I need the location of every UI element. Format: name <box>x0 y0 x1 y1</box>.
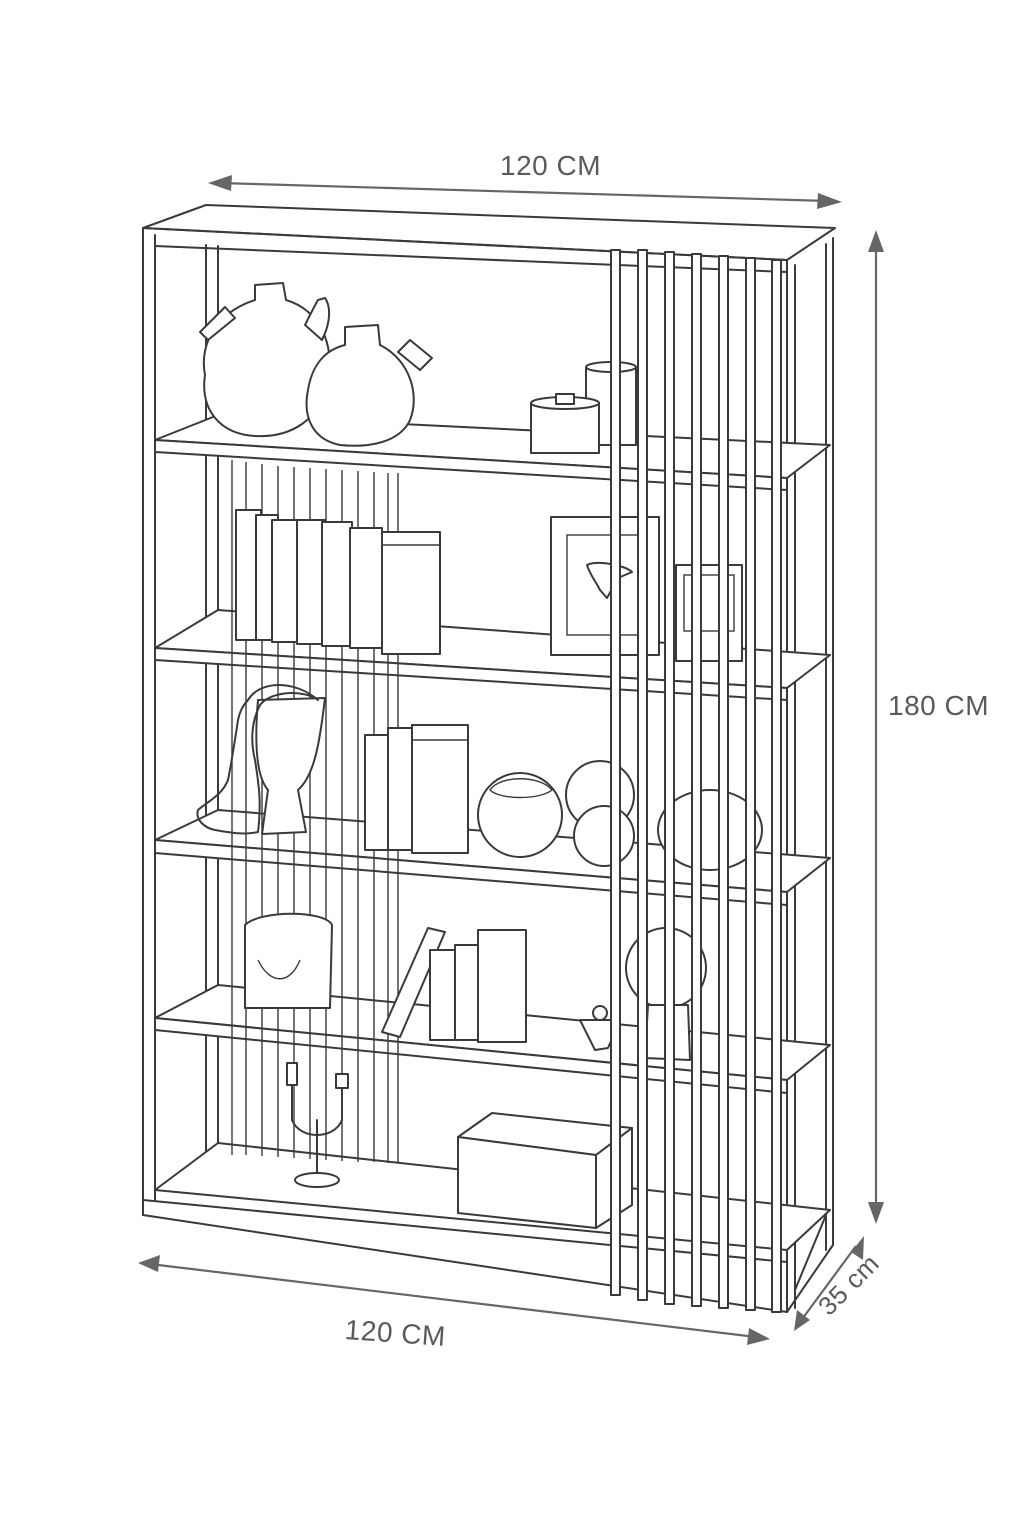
sphere-behind-slats-icon <box>657 789 763 871</box>
small-frame-icon <box>675 564 743 662</box>
dimension-arrow-top <box>208 175 842 209</box>
candelabra-icon <box>286 1062 349 1188</box>
sphere-bowl-icon <box>477 772 563 858</box>
shelf-3 <box>154 809 831 906</box>
dimension-width-top-label: 120 CM <box>500 150 602 181</box>
vase-large-icon <box>199 282 331 438</box>
dimension-height-label: 180 CM <box>888 690 990 721</box>
basket-bag-icon <box>244 912 333 1009</box>
book-row-icon <box>235 509 441 655</box>
vase-round-icon <box>305 324 433 447</box>
boxed-books-icon <box>364 724 469 854</box>
dimension-arrow-right <box>868 230 884 1224</box>
storage-box-icon <box>457 1112 633 1229</box>
throw-blanket-icon <box>196 684 319 835</box>
leaning-books-icon <box>381 927 527 1043</box>
urn-vase-icon <box>255 697 326 835</box>
front-vertical-slats <box>610 249 782 1313</box>
dimension-arrow-depth <box>794 1236 864 1331</box>
dimension-arrow-bottom <box>138 1255 770 1345</box>
